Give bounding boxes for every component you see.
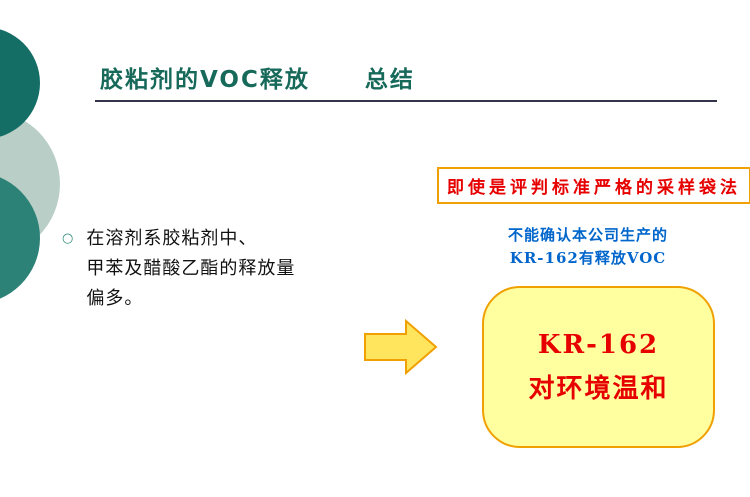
slide-title: 胶粘剂的VOC释放	[100, 67, 310, 93]
decor-circle-dark	[0, 27, 40, 139]
bullet-item: ○ 在溶剂系胶粘剂中、 甲苯及醋酸乙酯的释放量 偏多。	[62, 224, 382, 314]
callout-text: 即使是评判标准严格的采样袋法	[447, 178, 741, 198]
bullet-circle-icon: ○	[62, 231, 74, 246]
bullet-line-2: 甲苯及醋酸乙酯的释放量	[86, 258, 296, 279]
slide-subtitle: 总结	[364, 67, 415, 93]
bullet-line-1: 在溶剂系胶粘剂中、	[86, 228, 258, 249]
bullet-line-3: 偏多。	[86, 288, 144, 309]
result-line-2: 对环境温和	[528, 373, 669, 404]
note-line-2: KR-162有释放VOC	[509, 249, 667, 267]
result-line-1: KR-162	[537, 329, 660, 360]
callout-box: 即使是评判标准严格的采样袋法	[437, 167, 750, 204]
slide-header: 胶粘剂的VOC释放 总结	[100, 60, 415, 94]
note-text: 不能确认本公司生产的 KR-162有释放VOC	[448, 224, 728, 270]
right-arrow-icon	[364, 318, 438, 376]
note-line-1: 不能确认本公司生产的	[507, 226, 668, 244]
result-box: KR-162 对环境温和	[482, 286, 715, 448]
title-underline	[95, 100, 717, 102]
bullet-text: 在溶剂系胶粘剂中、 甲苯及醋酸乙酯的释放量 偏多。	[86, 224, 295, 314]
